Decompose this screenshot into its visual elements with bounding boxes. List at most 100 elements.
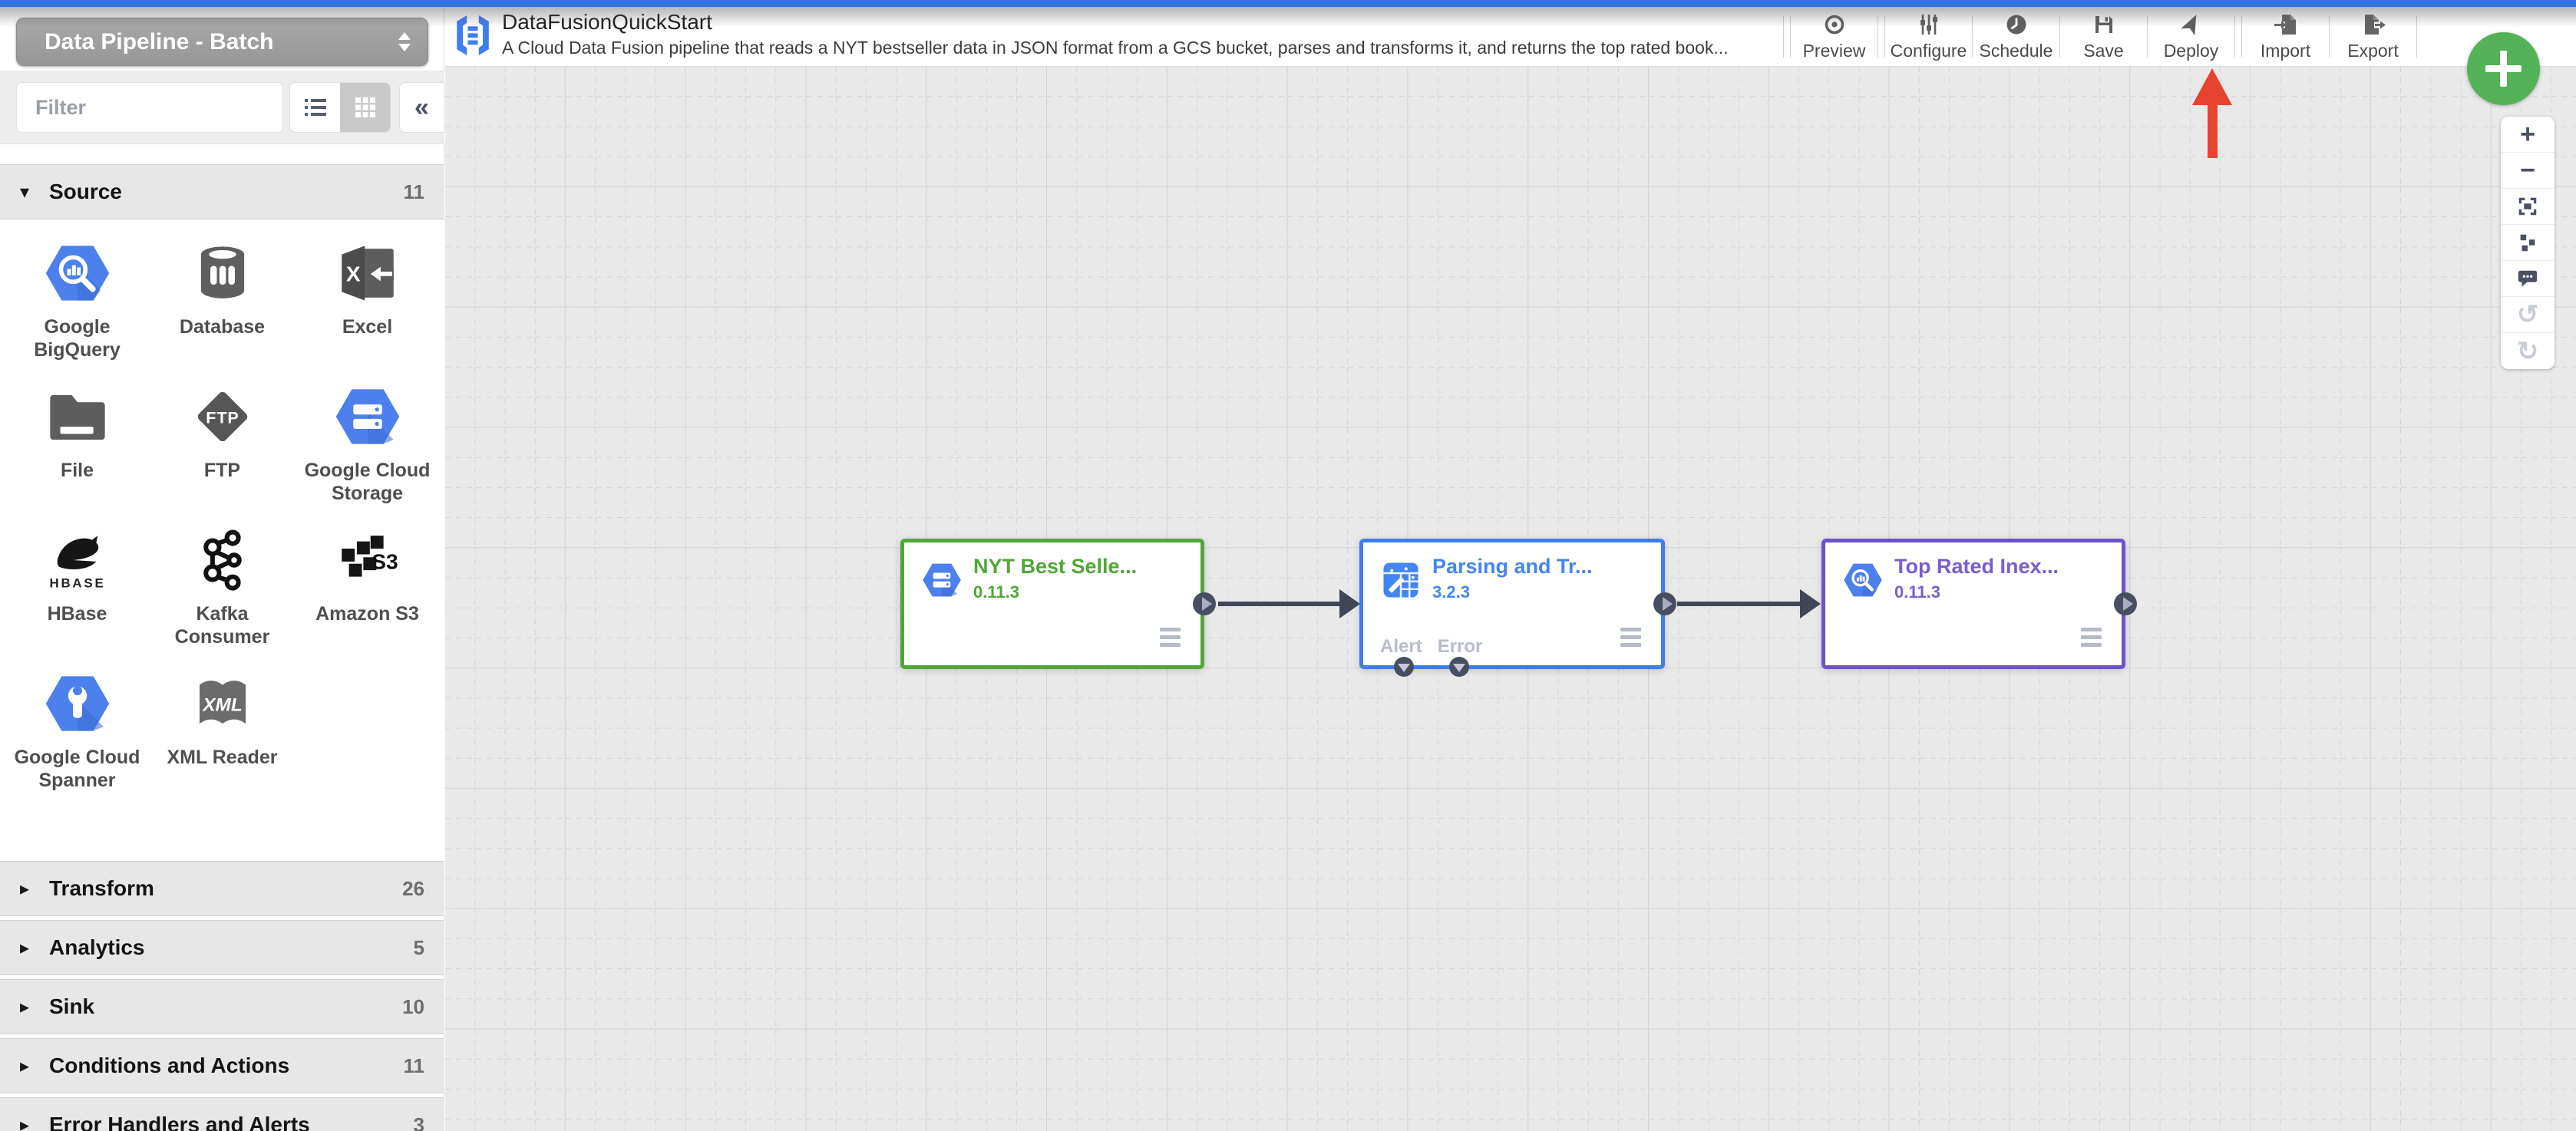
zoom-out-button[interactable]: − bbox=[2501, 153, 2555, 189]
plugin-excel[interactable]: X Excel bbox=[295, 239, 440, 382]
plugin-label: Excel bbox=[342, 316, 393, 338]
comment-button[interactable] bbox=[2501, 261, 2555, 297]
save-button[interactable]: Save bbox=[2060, 7, 2147, 67]
pipeline-type-select[interactable]: Data Pipeline - Batch bbox=[16, 18, 428, 66]
node-title: NYT Best Selle... bbox=[973, 555, 1138, 578]
select-updown-icon bbox=[398, 32, 411, 51]
node-menu-icon[interactable] bbox=[2081, 628, 2102, 647]
minus-icon: − bbox=[2520, 156, 2535, 185]
sidebar-section-analytics[interactable]: ▸ Analytics 5 bbox=[0, 920, 444, 975]
plugin-label: Amazon S3 bbox=[315, 603, 419, 625]
connection-line-1[interactable] bbox=[1218, 602, 1341, 606]
plugin-ftp[interactable]: FTP FTP bbox=[150, 382, 295, 526]
output-port[interactable] bbox=[2114, 592, 2137, 615]
sidebar-section-conditions-and-actions[interactable]: ▸ Conditions and Actions 11 bbox=[0, 1038, 444, 1093]
toolbar-label: Preview bbox=[1802, 41, 1866, 61]
configure-button[interactable]: Configure bbox=[1885, 7, 1972, 67]
sidebar-section-transform[interactable]: ▸ Transform 26 bbox=[0, 861, 444, 916]
deploy-button[interactable]: Deploy bbox=[2148, 7, 2234, 67]
plugin-hbase[interactable]: HBASE HBase bbox=[5, 526, 150, 669]
output-port[interactable] bbox=[1193, 592, 1216, 615]
fit-to-screen-button[interactable] bbox=[2501, 189, 2555, 225]
plugin-database[interactable]: Database bbox=[150, 239, 295, 382]
plugin-label: Kafka Consumer bbox=[174, 603, 270, 648]
section-label: Transform bbox=[49, 876, 154, 900]
svg-text:FTP: FTP bbox=[206, 407, 239, 427]
plugin-google-cloud-storage[interactable]: Google Cloud Storage bbox=[295, 382, 440, 526]
plugin-label: Google Cloud Spanner bbox=[14, 747, 140, 791]
grid-view-button[interactable] bbox=[340, 83, 390, 132]
sidebar-section-source[interactable]: ▾ Source 11 bbox=[0, 164, 444, 219]
align-nodes-icon bbox=[2520, 234, 2535, 252]
plugin-file[interactable]: File bbox=[5, 382, 150, 526]
preview-button[interactable]: Preview bbox=[1791, 7, 1878, 67]
configure-sliders-icon bbox=[1920, 15, 1937, 35]
list-view-button[interactable] bbox=[290, 83, 340, 132]
plugin-xml-reader[interactable]: XML XML Reader bbox=[150, 669, 295, 813]
node-bottom-port-labels: Alert Error bbox=[1380, 636, 1482, 658]
list-view-icon bbox=[304, 99, 326, 116]
align-nodes-button[interactable] bbox=[2501, 225, 2555, 261]
pipeline-toolbar: Preview Configure bbox=[1783, 7, 2417, 67]
data-fusion-logo-icon bbox=[457, 15, 489, 55]
export-button[interactable]: Export bbox=[2330, 7, 2416, 67]
pipeline-type-label: Data Pipeline - Batch bbox=[45, 28, 274, 54]
section-label: Analytics bbox=[49, 935, 145, 959]
error-port[interactable] bbox=[1449, 657, 1469, 677]
node-parsing-transform[interactable]: Parsing and Tr... 3.2.3 Alert Error bbox=[1359, 539, 1676, 677]
caret-right-icon: ▸ bbox=[20, 1055, 30, 1077]
error-port-label: Error bbox=[1437, 636, 1483, 657]
plugin-amazon-s3[interactable]: S3 Amazon S3 bbox=[295, 526, 440, 669]
zoom-in-button[interactable]: + bbox=[2501, 117, 2555, 153]
connection-line-2[interactable] bbox=[1677, 602, 1802, 606]
cloud-spanner-icon bbox=[45, 676, 109, 731]
alert-port[interactable] bbox=[1394, 657, 1414, 677]
node-nyt-best-sellers[interactable]: NYT Best Selle... 0.11.3 bbox=[900, 539, 1216, 669]
section-count: 3 bbox=[413, 1113, 424, 1131]
canvas-zoom-controls: + − bbox=[2501, 117, 2555, 369]
caret-down-icon: ▾ bbox=[20, 181, 30, 203]
plugin-filter-input[interactable] bbox=[16, 82, 283, 133]
node-menu-icon[interactable] bbox=[1160, 628, 1181, 647]
add-entity-button[interactable] bbox=[2467, 32, 2540, 105]
plugin-google-cloud-spanner[interactable]: Google Cloud Spanner bbox=[5, 669, 150, 813]
toolbar-label: Schedule bbox=[1979, 41, 2053, 61]
connection-arrowhead-2 bbox=[1800, 589, 1821, 618]
plugin-label: Google Cloud Storage bbox=[304, 460, 431, 504]
section-label: Error Handlers and Alerts bbox=[49, 1113, 310, 1131]
section-count: 10 bbox=[402, 994, 424, 1018]
section-count: 26 bbox=[402, 876, 424, 900]
caret-right-icon: ▸ bbox=[20, 937, 30, 958]
output-port[interactable] bbox=[1653, 592, 1676, 615]
node-title: Parsing and Tr... bbox=[1432, 555, 1593, 578]
chevron-double-left-icon: « bbox=[414, 92, 429, 122]
section-label: Conditions and Actions bbox=[49, 1054, 290, 1077]
undo-icon: ↺ bbox=[2516, 300, 2539, 329]
file-folder-icon bbox=[49, 394, 105, 440]
import-button[interactable]: Import bbox=[2242, 7, 2329, 67]
redo-button[interactable]: ↻ bbox=[2501, 333, 2555, 369]
pipeline-canvas[interactable]: NYT Best Selle... 0.11.3 Parsing and Tr.… bbox=[445, 67, 2576, 1131]
plugin-kafka-consumer[interactable]: Kafka Consumer bbox=[150, 526, 295, 669]
schedule-button[interactable]: Schedule bbox=[1973, 7, 2059, 67]
plugin-label: Database bbox=[179, 316, 266, 338]
undo-button[interactable]: ↺ bbox=[2501, 297, 2555, 333]
plugin-label: HBase bbox=[47, 603, 107, 625]
redo-icon: ↻ bbox=[2516, 336, 2539, 366]
cloud-storage-icon bbox=[335, 389, 399, 444]
save-floppy-icon bbox=[2095, 16, 2112, 33]
view-toggle-group bbox=[289, 82, 391, 133]
plus-icon: + bbox=[2520, 120, 2535, 149]
sidebar-section-error-handlers[interactable]: ▸ Error Handlers and Alerts 3 bbox=[0, 1097, 444, 1131]
export-document-icon bbox=[2364, 15, 2386, 35]
node-version: 0.11.3 bbox=[973, 582, 1019, 602]
node-top-rated-sink[interactable]: Top Rated Inex... 0.11.3 bbox=[1821, 539, 2137, 669]
ftp-icon: FTP bbox=[197, 391, 247, 442]
sidebar-section-sink[interactable]: ▸ Sink 10 bbox=[0, 979, 444, 1034]
section-count: 11 bbox=[403, 1054, 425, 1077]
plugin-google-bigquery[interactable]: Google BigQuery bbox=[5, 239, 150, 382]
node-menu-icon[interactable] bbox=[1620, 628, 1641, 647]
hbase-icon: HBASE bbox=[49, 536, 103, 591]
down-triangle-icon bbox=[1453, 664, 1465, 672]
collapse-sidebar-button[interactable]: « bbox=[399, 82, 444, 133]
